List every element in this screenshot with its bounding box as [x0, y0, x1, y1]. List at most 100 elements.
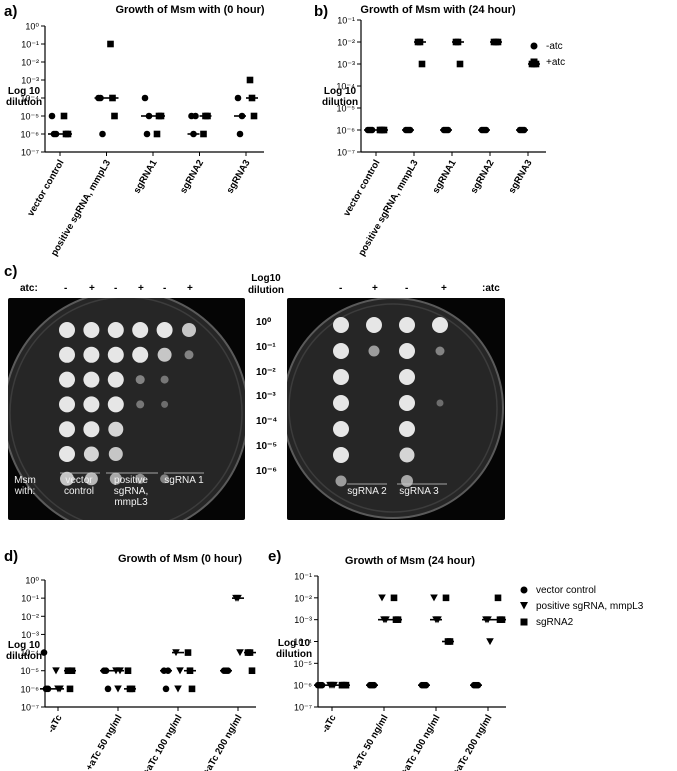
- colony-spot: [156, 322, 173, 338]
- dilution-label: 10⁻²: [256, 366, 276, 378]
- y-tick-label: 10⁻⁵: [294, 659, 313, 669]
- chart-b-ylabel: Log 10 dilution: [322, 86, 359, 108]
- y-tick-label: 10⁻³: [294, 615, 312, 625]
- data-point: [378, 594, 386, 602]
- legend-top-label: -atc: [546, 40, 563, 52]
- dilution-label: 10⁻⁴: [256, 416, 278, 428]
- group-label-sgrna2: sgRNA 2: [347, 486, 387, 497]
- data-point: [124, 667, 132, 675]
- y-tick-label: 10⁻⁴: [336, 82, 355, 92]
- y-tick-label: 10⁰: [25, 22, 39, 32]
- y-tick-label: 10⁻⁵: [337, 104, 356, 114]
- colony-spot: [107, 346, 124, 363]
- atc-sign: -: [405, 283, 409, 294]
- data-point: [236, 130, 244, 138]
- dilution-label: 10⁻⁶: [256, 465, 278, 477]
- data-point: [442, 594, 450, 602]
- data-point: [40, 649, 48, 656]
- msm-with-label: Msm with:: [14, 475, 36, 497]
- colony-spot: [333, 447, 349, 463]
- y-tick-label: 10⁻³: [21, 630, 39, 640]
- colony-spot: [333, 369, 349, 385]
- colony-spot: [182, 323, 196, 337]
- chart-b-title: Growth of Msm with (24 hour): [360, 4, 516, 16]
- colony-spot: [59, 371, 75, 388]
- legend-bottom-label: sgRNA2: [536, 616, 574, 628]
- chart-e-ylabel: Log 10 dilution: [276, 638, 313, 660]
- data-point: [456, 60, 464, 68]
- x-tick-label: +aTc 100 ng/ml: [399, 713, 442, 771]
- dilution-label: 10⁻³: [256, 391, 276, 403]
- data-point: [250, 112, 258, 120]
- legend-bottom-item: sgRNA2: [520, 614, 643, 630]
- data-point: [162, 685, 170, 693]
- x-tick-label: +aTc 50 ng/ml: [350, 713, 391, 771]
- colony-spot: [59, 346, 75, 363]
- colony-spot: [107, 322, 124, 338]
- panel-label-d: d): [4, 548, 19, 565]
- chart-d-title: Growth of Msm (0 hour): [117, 553, 243, 565]
- y-tick-label: 10⁰: [25, 576, 39, 586]
- group-label-vector-control: vector control: [63, 475, 94, 497]
- colony-spot: [84, 472, 98, 486]
- legend-bottom-item: vector control: [520, 582, 643, 598]
- y-tick-label: 10⁻³: [337, 60, 355, 70]
- y-tick-label: 10⁻⁴: [20, 648, 39, 658]
- colony-spot: [160, 375, 169, 384]
- y-tick-label: 10⁻¹: [21, 594, 39, 604]
- atc-sign: +: [441, 283, 447, 294]
- colony-spot: [109, 472, 122, 485]
- petri-dish-rim: [9, 298, 243, 520]
- colony-spot: [335, 475, 347, 487]
- y-tick-label: 10⁻⁷: [294, 703, 312, 713]
- panel-label-c: c): [4, 263, 18, 280]
- colony-spot: [368, 345, 380, 357]
- triangle-marker-icon: [520, 602, 528, 610]
- atc-sign: +: [372, 283, 378, 294]
- y-tick-label: 10⁻⁶: [21, 130, 40, 140]
- y-tick-label: 10⁻³: [21, 76, 39, 86]
- dilution-header: Log10 dilution: [247, 273, 285, 296]
- colony-spot: [135, 473, 146, 484]
- colony-spot: [333, 317, 349, 333]
- dilution-label: 10⁻¹: [256, 341, 276, 353]
- panel-label-a: a): [4, 3, 18, 20]
- colony-spot: [366, 317, 382, 333]
- colony-spot: [108, 421, 124, 437]
- chart-d: 10⁻⁷10⁻⁶10⁻⁵10⁻⁴10⁻³10⁻²10⁻¹10⁰-aTc+aTc …: [20, 576, 256, 771]
- colony-spot: [83, 371, 100, 388]
- atc-sign: +: [187, 283, 193, 294]
- data-point: [248, 667, 256, 675]
- chart-a-title: Growth of Msm with (0 hour): [115, 4, 265, 16]
- group-label-sgrna3: sgRNA 3: [399, 486, 439, 497]
- data-point: [60, 112, 68, 120]
- colony-spot: [83, 446, 99, 462]
- atc-sign: +: [89, 283, 95, 294]
- y-tick-label: 10⁻⁷: [21, 148, 39, 158]
- colony-spot: [59, 322, 75, 338]
- chart-a-ylabel: Log 10 dilution: [6, 86, 43, 108]
- colony-spot: [135, 375, 145, 385]
- y-tick-label: 10⁻⁶: [21, 684, 40, 694]
- colony-spot: [107, 396, 124, 413]
- data-point: [114, 685, 122, 693]
- y-tick-label: 10⁻¹: [21, 40, 39, 50]
- y-tick-label: 10⁻⁷: [21, 703, 39, 713]
- colony-spot: [184, 350, 194, 360]
- dilution-label: 10⁰: [256, 317, 272, 328]
- data-point: [48, 112, 56, 120]
- y-tick-label: 10⁻⁵: [21, 666, 40, 676]
- data-point: [143, 130, 151, 138]
- data-point: [99, 130, 106, 138]
- atc-sign: -: [64, 283, 68, 294]
- y-tick-label: 10⁻²: [294, 593, 312, 603]
- data-point: [66, 685, 74, 693]
- atc-sign: -: [114, 283, 118, 294]
- legend-top-label: +atc: [546, 56, 566, 68]
- data-point: [494, 594, 502, 602]
- chart-d-ylabel: Log 10 dilution: [6, 640, 43, 662]
- legend-top-item: +atc: [530, 54, 565, 70]
- legend-bottom: vector control positive sgRNA, mmpL3 sgR…: [520, 582, 643, 630]
- atc-label-right: :atc: [482, 283, 500, 294]
- right-plate-photo: sgRNA 2 sgRNA 3: [287, 298, 505, 520]
